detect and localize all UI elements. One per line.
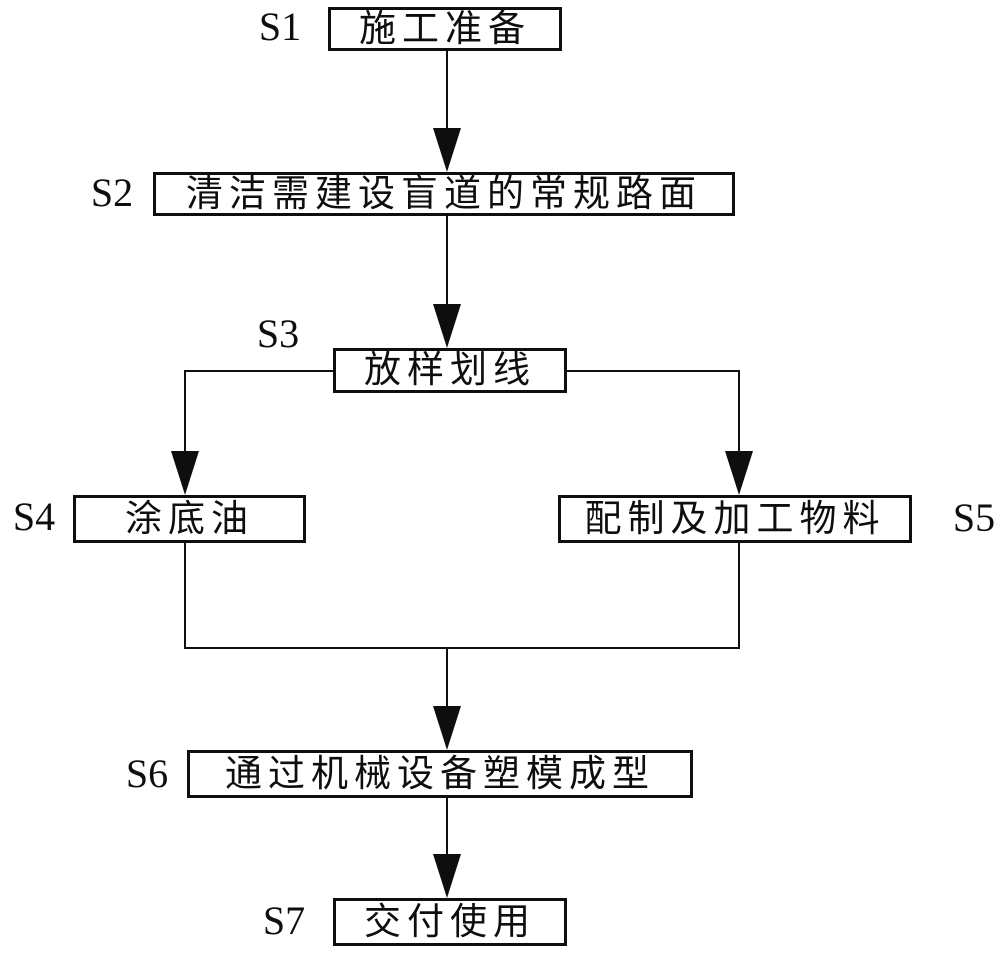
connector-s2-s3 bbox=[446, 216, 448, 308]
connector-s4-merge bbox=[184, 543, 186, 649]
step-text-s5: 配制及加工物料 bbox=[584, 498, 886, 540]
step-text-s3: 放样划线 bbox=[364, 350, 536, 391]
step-box-s2: 清洁需建设盲道的常规路面 bbox=[153, 172, 735, 216]
step-text-s4: 涂底油 bbox=[125, 498, 254, 540]
step-label-s5: S5 bbox=[952, 495, 996, 540]
step-box-s7: 交付使用 bbox=[333, 898, 567, 946]
connector-merge-bar bbox=[184, 647, 740, 649]
step-label-s2: S2 bbox=[90, 170, 134, 215]
step-text-s6: 通过机械设备塑模成型 bbox=[225, 753, 655, 795]
step-label-s4: S4 bbox=[12, 494, 56, 539]
arrowhead-s3-s5 bbox=[725, 451, 753, 495]
connector-s3-s5-horizontal bbox=[567, 370, 740, 372]
arrowhead-merge-s6 bbox=[433, 706, 461, 750]
step-label-s6: S6 bbox=[125, 751, 169, 796]
arrowhead-s1-s2 bbox=[433, 128, 461, 172]
step-box-s1: 施工准备 bbox=[328, 7, 562, 51]
step-box-s5: 配制及加工物料 bbox=[558, 495, 912, 543]
arrowhead-s2-s3 bbox=[433, 304, 461, 348]
connector-merge-s6 bbox=[446, 649, 448, 709]
step-box-s3: 放样划线 bbox=[333, 348, 567, 393]
step-box-s6: 通过机械设备塑模成型 bbox=[187, 750, 693, 798]
step-box-s4: 涂底油 bbox=[73, 495, 306, 543]
step-text-s2: 清洁需建设盲道的常规路面 bbox=[186, 173, 702, 215]
arrowhead-s6-s7 bbox=[433, 854, 461, 898]
connector-s1-s2 bbox=[446, 50, 448, 132]
arrowhead-s3-s4 bbox=[171, 451, 199, 495]
connector-s5-merge bbox=[738, 543, 740, 649]
connector-s3-s4-vertical bbox=[184, 370, 186, 455]
step-text-s7: 交付使用 bbox=[364, 901, 536, 943]
step-text-s1: 施工准备 bbox=[359, 8, 531, 50]
connector-s3-s4-horizontal bbox=[184, 370, 334, 372]
connector-s3-s5-vertical bbox=[738, 370, 740, 455]
step-label-s1: S1 bbox=[258, 4, 302, 49]
connector-s6-s7 bbox=[446, 798, 448, 856]
step-label-s3: S3 bbox=[256, 311, 300, 356]
step-label-s7: S7 bbox=[262, 898, 306, 943]
